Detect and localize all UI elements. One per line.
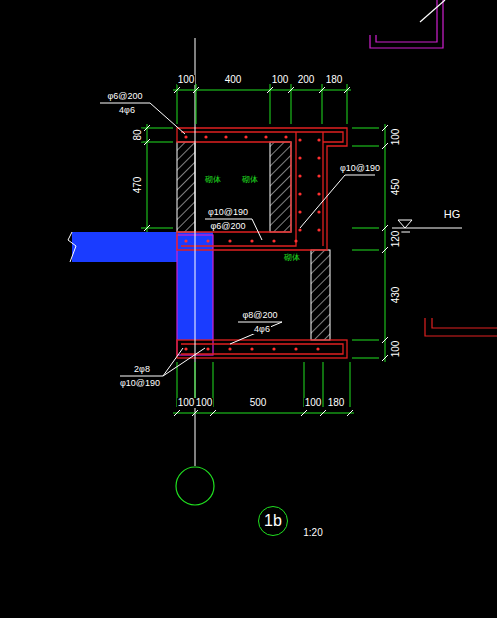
rebar-dot [228, 239, 231, 242]
rebar-dot [298, 174, 301, 177]
dimension: 100 [271, 75, 290, 85]
dimension-lines [141, 84, 388, 416]
dimension: 180 [325, 75, 344, 85]
detail-number: 1b [264, 513, 282, 529]
dimension: 400 [224, 75, 243, 85]
dimension: 80 [133, 128, 143, 141]
rebar-dot [294, 347, 297, 350]
rebar-dot [317, 192, 320, 195]
rebar-callout: φ6@200 [210, 222, 247, 231]
dimension: 100 [195, 398, 214, 408]
rebar-dot [250, 347, 253, 350]
rebar-callout: φ10@190 [119, 379, 161, 388]
rebar-dot [264, 135, 267, 138]
leader-line [100, 103, 375, 376]
scale-note: 1:20 [302, 528, 323, 538]
rebar-dot [184, 347, 187, 350]
rebar-dot [284, 135, 287, 138]
rebar-dot [298, 228, 301, 231]
material-note: 砌体 [283, 254, 301, 262]
rebar-dot [317, 138, 320, 141]
rebar-callout: φ8@200 [242, 311, 279, 320]
rebar-dot [244, 135, 247, 138]
rebar-callout: 4φ6 [118, 106, 136, 115]
material-note: 砌体 [204, 176, 222, 184]
dimension: 100 [304, 398, 323, 408]
dimension: 470 [133, 176, 143, 195]
rebar-callout: φ10@190 [339, 164, 381, 173]
dimension: 430 [391, 286, 401, 305]
rebar-dot [294, 239, 297, 242]
dimension: 120 [391, 230, 401, 249]
rebar-dot [184, 135, 187, 138]
detail-bubble: 1b [258, 506, 288, 536]
level-mark: HG [443, 209, 462, 220]
rebar-dot [298, 138, 301, 141]
dimension: 100 [391, 340, 401, 359]
rebar-dot [206, 239, 209, 242]
rebar-dot [184, 135, 320, 350]
rebar-dot [298, 192, 301, 195]
concrete-outline [177, 128, 347, 358]
rebar-dot [184, 239, 187, 242]
rebar-dot [250, 239, 253, 242]
dimension: 100 [391, 128, 401, 147]
dimension: 450 [391, 178, 401, 197]
rebar-callout: φ6@200 [107, 92, 144, 101]
rebar-callout: 4φ6 [253, 325, 271, 334]
rebar-dot [298, 210, 301, 213]
rebar-dot [272, 347, 275, 350]
rebar-dot [206, 347, 209, 350]
dimension: 200 [297, 75, 316, 85]
rebar-dot [316, 347, 319, 350]
rebar-dot [204, 135, 207, 138]
dimension: 100 [177, 75, 196, 85]
rebar-dot [298, 156, 301, 159]
rebar-dot [317, 228, 320, 231]
rebar-dot [317, 210, 320, 213]
rebar-dot [317, 174, 320, 177]
rebar-dot [228, 347, 231, 350]
dimension: 180 [327, 398, 346, 408]
rebar-dot [317, 156, 320, 159]
rebar-dot [224, 135, 227, 138]
level-symbol [392, 220, 462, 232]
adjacent-detail [370, 0, 445, 48]
rebar-callout: φ10@190 [207, 208, 249, 217]
rebar-dot [272, 239, 275, 242]
rebar-callout: 2φ8 [133, 365, 151, 374]
masonry-wall [177, 142, 330, 340]
material-note: 砌体 [241, 176, 259, 184]
axis-bubble [176, 467, 214, 505]
dimension: 100 [177, 398, 196, 408]
dimension: 500 [249, 398, 268, 408]
